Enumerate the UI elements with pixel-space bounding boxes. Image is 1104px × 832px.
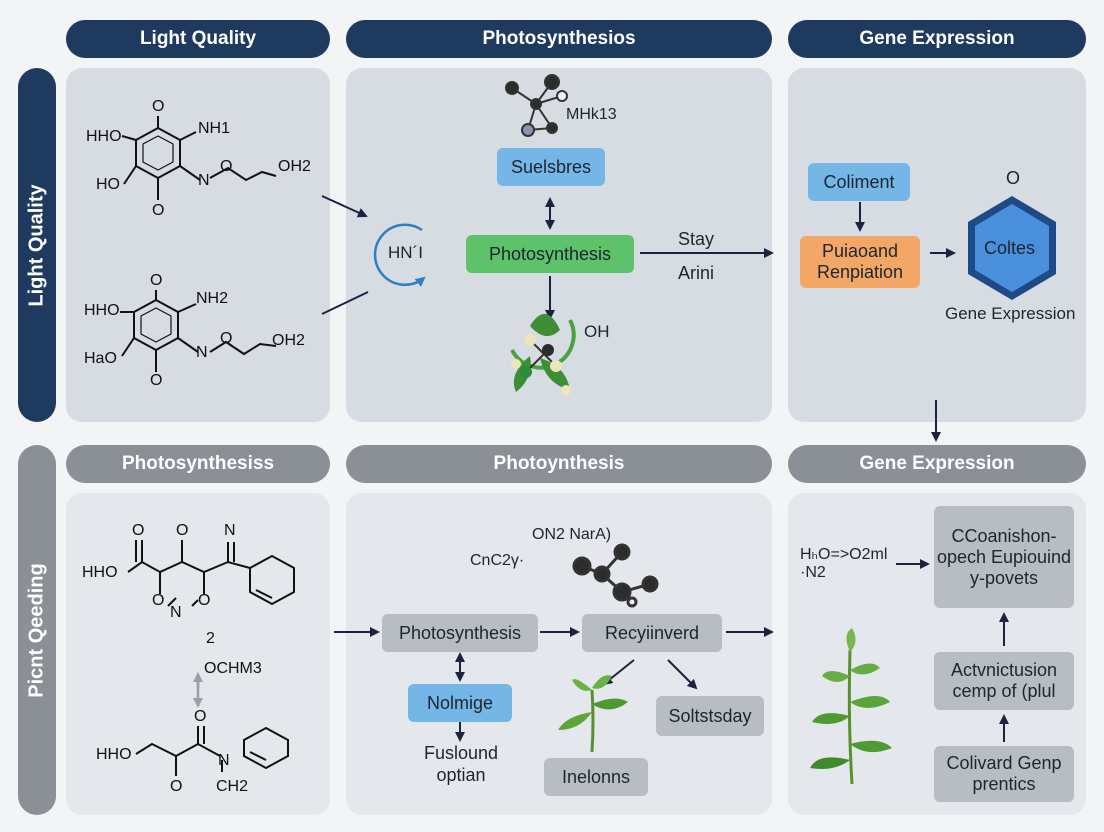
sidebar-picnt-qeeding: Picnt Qeeding [18,445,56,815]
chem-label: OH2 [272,332,305,349]
puiaoand-renpiation-box: Puiaoand Renpiation [800,236,920,288]
molecule-top-left-2 [120,290,277,372]
panel-bottom-left [66,493,330,815]
green-ring-molecule [510,313,576,395]
photosynthesis-process-box: Photosynthesis [382,614,538,652]
chem-label: N [196,344,208,361]
header-gene-expression-bottom: Gene Expression [788,445,1086,483]
molecule-bottom-left-2 [135,726,289,776]
chem-label: N [218,752,230,769]
header-photoynthesis: Photoynthesis [346,445,772,483]
chem-label: O [170,778,183,795]
plant-large [810,628,892,785]
chem-label: O [150,372,163,389]
chem-label: O [176,522,189,539]
chem-label: O [152,98,165,115]
cycle-label: HN´I [388,243,423,262]
molecule-label: MHk13 [566,106,617,123]
colivard-box: Colivard Genp prentics [934,746,1074,802]
gene-expression-caption: Gene Expression [945,304,1076,323]
sidebar-light-quality: Light Quality [18,68,56,422]
chem-label: O [220,158,233,175]
chem-label: HHO [82,564,118,581]
chem-label: HHO [86,128,122,145]
molecule-top-left-1 [121,116,277,200]
chem-label: O [152,202,165,219]
chem-label: HO [96,176,120,193]
coliment-box: Coliment [808,163,910,201]
molecule-balls-bottom [572,543,659,608]
inelonns-box: Inelonns [544,758,648,796]
actvnictusion-box: Actvnictusion cemp of (plul [934,652,1074,710]
header-light-quality: Light Quality [66,20,330,58]
chem-label: OCHM3 [204,660,262,677]
header-photosynthesiss: Photosynthesiss [66,445,330,483]
fuslound-label: Fuslound optian [423,743,499,785]
formula-right: HₕO=>O2ml ·N2 [800,546,888,581]
panel-top-left [66,68,330,422]
suelsbres-box: Suelsbres [497,148,605,186]
chem-label: N [170,604,182,621]
chem-label: 2 [206,630,215,647]
photosynthesis-box: Photosynthesis [466,235,634,273]
chem-label: O [220,330,233,347]
chem-label: N [198,172,210,189]
oh-label: OH [584,322,610,341]
chem-label: O [194,708,207,725]
chem-label: NH2 [196,290,229,307]
chem-label: O [132,522,145,539]
chem-label: O [198,592,211,609]
formula-top: ON2 NarA) [532,526,612,543]
chem-label: NH1 [198,120,231,137]
nolmige-box: Nolmige [408,684,512,722]
molecule-balls-top [505,74,568,137]
hexagon-label: Coltes [984,238,1036,258]
chem-label: O [150,272,163,289]
formula-left: CnC2γ· [470,552,525,569]
chem-label: CH2 [216,778,249,795]
chem-label: OH2 [278,158,311,175]
header-photosynthesios: Photosynthesios [346,20,772,58]
molecule-bottom-left-1 [127,540,295,607]
plant-small [558,675,628,753]
arini-label: Arini [678,263,715,283]
hexagon-top-label: O [1006,168,1021,188]
chem-label: HaO [84,350,117,367]
stay-label: Stay [678,229,715,249]
chem-label: O [152,592,165,609]
recyiinverd-box: Recyiinverd [582,614,722,652]
soltstsday-box: Soltstsday [656,696,764,736]
chem-label: HHO [96,746,132,763]
chem-label: N [224,522,236,539]
ccoanishon-box: CCoanishon-opech Eupiouind y-povets [934,506,1074,608]
header-gene-expression-top: Gene Expression [788,20,1086,58]
chem-label: HHO [84,302,120,319]
